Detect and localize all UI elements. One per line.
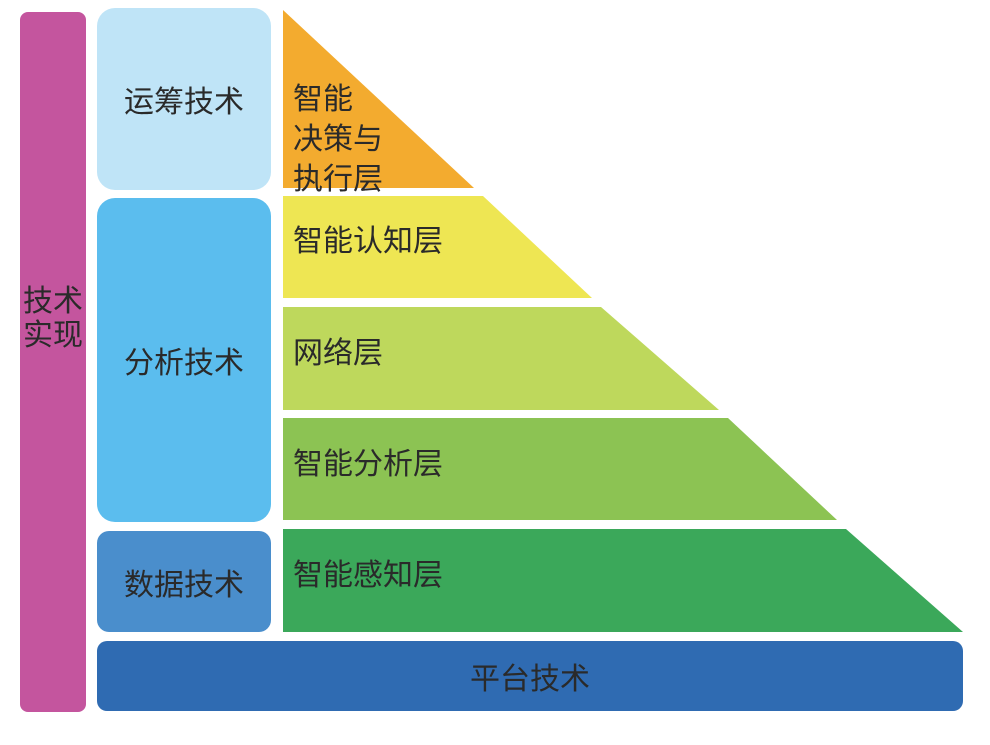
perception-layer-label: 智能感知层: [293, 558, 443, 593]
technology-implementation-label: 技术实现: [23, 284, 83, 353]
perception-layer-shape: [283, 529, 963, 632]
operations-research-tech-label: 运筹技术: [124, 85, 244, 120]
decision-layer-label-line-2: 决策与: [293, 122, 383, 157]
platform-tech-label: 平台技术: [470, 662, 590, 697]
data-tech-label: 数据技术: [124, 567, 244, 603]
network-layer-shape: [283, 307, 719, 410]
operations-research-tech-box: 运筹技术: [97, 8, 271, 190]
network-layer-label: 网络层: [293, 336, 383, 371]
platform-tech-bar: 平台技术: [97, 641, 963, 711]
decision-layer-shape: [283, 10, 474, 188]
data-tech-box: 数据技术: [97, 531, 271, 632]
decision-layer-label-line-1: 智能: [293, 82, 353, 117]
cognition-layer-shape: [283, 196, 592, 298]
analysis-layer-shape: [283, 418, 837, 520]
decision-layer-label: 智能 决策与 执行层: [293, 80, 383, 200]
technology-implementation-bar: [20, 12, 86, 712]
analysis-layer-label: 智能分析层: [293, 447, 443, 482]
analysis-tech-label: 分析技术: [124, 346, 244, 381]
decision-layer-label-line-3: 执行层: [293, 162, 383, 197]
cognition-layer-label: 智能认知层: [293, 224, 443, 259]
analysis-tech-box: 分析技术: [97, 198, 271, 522]
